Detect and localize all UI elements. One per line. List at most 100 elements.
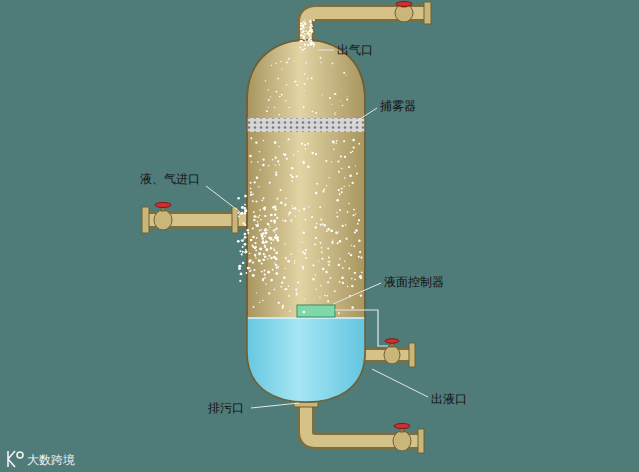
droplet: [312, 29, 313, 30]
droplet: [276, 217, 278, 219]
droplet: [284, 220, 286, 222]
droplet: [315, 153, 317, 155]
droplet: [320, 62, 321, 63]
droplet: [260, 169, 261, 170]
droplet: [353, 214, 355, 216]
droplet: [335, 232, 338, 235]
droplet: [288, 138, 290, 140]
droplet: [326, 230, 328, 232]
droplet: [339, 193, 341, 195]
droplet: [309, 21, 311, 23]
droplet: [252, 228, 254, 230]
droplet: [252, 274, 255, 277]
droplet: [258, 259, 261, 262]
droplet: [303, 106, 305, 108]
droplet: [322, 94, 323, 95]
droplet: [342, 282, 344, 284]
droplet: [244, 236, 247, 239]
droplet: [307, 166, 310, 169]
droplet: [252, 246, 254, 248]
droplet: [327, 228, 329, 230]
droplet: [308, 206, 309, 207]
droplet: [309, 29, 310, 30]
droplet: [254, 254, 256, 256]
droplet: [256, 200, 258, 202]
droplet: [246, 272, 248, 274]
droplet: [265, 241, 268, 244]
droplet: [318, 260, 319, 261]
droplet: [285, 197, 287, 199]
droplet: [259, 151, 260, 152]
droplet: [249, 259, 252, 262]
droplet: [345, 224, 347, 226]
droplet: [278, 114, 280, 116]
droplet: [309, 30, 311, 32]
droplet: [315, 226, 317, 228]
droplet: [254, 255, 256, 257]
droplet: [280, 202, 282, 204]
droplet: [332, 141, 334, 143]
droplet: [238, 216, 240, 218]
part-label: 排污口: [208, 401, 244, 415]
droplet: [279, 96, 281, 98]
part-label: 液面控制器: [384, 275, 444, 289]
droplet: [285, 268, 286, 269]
droplet: [330, 229, 332, 231]
droplet: [263, 140, 264, 141]
droplet: [281, 69, 282, 70]
droplet: [280, 61, 281, 62]
droplet: [269, 227, 270, 228]
droplet: [244, 207, 247, 210]
droplet: [244, 210, 246, 212]
droplet: [340, 155, 342, 157]
droplet: [320, 219, 322, 221]
droplet: [290, 174, 292, 176]
droplet: [279, 164, 280, 165]
droplet: [342, 105, 344, 107]
droplet: [309, 42, 311, 44]
droplet: [250, 239, 252, 241]
droplet: [259, 302, 260, 303]
droplet: [307, 78, 308, 79]
droplet: [313, 43, 315, 45]
droplet: [304, 73, 305, 74]
droplet: [309, 20, 311, 22]
droplet: [294, 260, 296, 262]
droplet: [327, 247, 329, 249]
droplet: [304, 19, 305, 20]
droplet: [259, 215, 261, 217]
droplet: [275, 272, 278, 275]
droplet: [262, 300, 264, 302]
droplet: [271, 65, 272, 66]
droplet: [311, 42, 313, 44]
droplet: [351, 278, 353, 280]
droplet: [330, 230, 332, 232]
droplet: [252, 194, 254, 196]
droplet: [302, 28, 304, 30]
droplet: [304, 83, 306, 85]
droplet: [283, 276, 285, 278]
droplet: [329, 261, 331, 263]
droplet: [242, 251, 244, 253]
droplet: [303, 36, 305, 38]
droplet: [338, 171, 340, 173]
droplet: [304, 299, 305, 300]
droplet: [340, 100, 341, 101]
droplet: [333, 148, 335, 150]
droplet: [287, 260, 290, 263]
droplet: [291, 176, 293, 178]
droplet: [352, 151, 354, 153]
droplet: [281, 282, 283, 284]
droplet: [339, 209, 341, 211]
droplet: [352, 182, 354, 184]
droplet: [273, 249, 275, 251]
droplet: [351, 245, 352, 246]
droplet: [344, 261, 345, 262]
droplet: [263, 253, 265, 255]
droplet: [353, 245, 355, 247]
droplet: [285, 257, 286, 258]
droplet: [251, 161, 252, 162]
droplet: [243, 238, 244, 239]
droplet: [255, 249, 257, 251]
droplet: [255, 257, 256, 258]
